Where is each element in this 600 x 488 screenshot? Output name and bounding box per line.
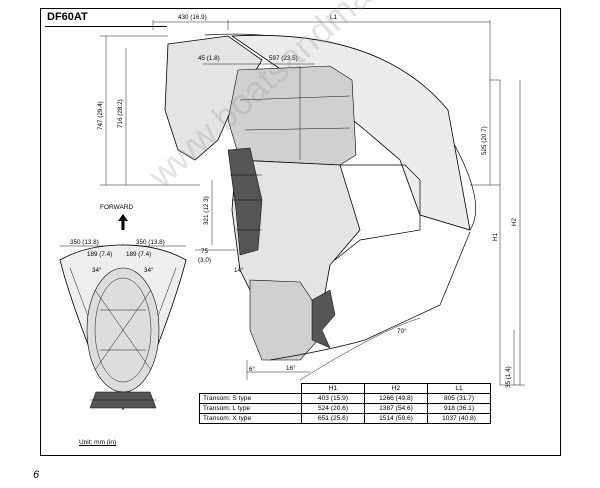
tilt-sweep-shape [230,34,471,231]
page-number: 6 [33,469,40,481]
table-cell: 918 (36.1) [427,403,491,414]
table-cell: 1266 (49.8) [364,393,428,404]
table-cell: 403 (15.9) [301,393,365,404]
gearcase [249,279,319,361]
top-view [59,244,187,411]
forward-arrow-icon [118,214,128,230]
dim-525: 525 (20.7) [481,126,488,155]
angle-34-right: 34° [144,266,154,274]
row-label: Transom: S type [199,393,302,404]
forward-label: FORWARD [100,204,134,211]
dim-716: 716 (28.2) [117,99,124,128]
angle-34-left: 34° [92,266,102,274]
model-title: DF60AT [47,11,88,23]
cowling-detail [239,66,351,160]
table-cell: 524 (20.6) [301,403,365,414]
bracket-lines [230,174,262,231]
dim-H1: H1 [492,232,499,241]
engine-body-outline [334,164,421,261]
table-cell: 805 (31.7) [427,393,491,404]
table-header-row: H1 H2 L1 [199,383,491,394]
angle-6: 6° [249,365,256,373]
clamp-bracket [227,147,263,256]
dimension-lines [100,20,525,386]
dim-321: 321 (12.3) [203,196,210,225]
dim-width-350-left: 350 (13.8) [70,239,99,246]
dim-H2: H2 [511,217,518,226]
dimension-table: H1 H2 L1 Transom: S type 403 (15.9) 1266… [199,383,491,424]
row-label: Transom: L type [199,403,302,414]
dim-747: 747 (29.4) [97,101,104,130]
table-corner [199,383,302,394]
dim-width-189-right: 189 (7.4) [126,251,151,258]
angle-16: 16° [286,364,296,372]
dim-top-430: 430 (16.9) [178,14,207,21]
dim-45: 45 (1.8) [198,55,220,62]
dim-35: 35 (1.4) [505,366,512,388]
table-cell: 1037 (40.8) [427,413,491,424]
dim-75-in: (3.0) [198,257,211,264]
table-cell: 1387 (54.6) [364,403,428,414]
dim-width-350-right: 350 (13.8) [136,239,165,246]
engine-cowling [227,65,357,166]
table-header: L1 [427,383,491,394]
dim-width-189-left: 189 (7.4) [87,251,112,258]
table-row: Transom: X type 651 (25.6) 1514 (59.6) 1… [199,413,491,424]
dim-75: 75 [201,248,209,255]
dim-597: 597 (23.5) [269,55,298,62]
table-cell: 651 (25.6) [301,413,365,424]
table-row: Transom: S type 403 (15.9) 1266 (49.8) 8… [199,393,491,404]
table-header: H1 [301,383,365,394]
tilt-lower-arc [269,231,471,361]
title-underline [45,26,167,27]
table-header: H2 [364,383,428,394]
diagram-frame: DF60AT [40,8,561,456]
table-cell: 1514 (59.6) [364,413,428,424]
propeller [311,289,336,349]
table-row: Transom: L type 524 (20.6) 1387 (54.6) 9… [199,403,491,414]
row-label: Transom: X type [199,413,302,424]
unit-label: Unit: mm (in) [79,439,117,446]
angle-14: 14° [234,266,244,274]
angle-70: 70° [397,327,407,335]
tilted-engine-silhouette [164,35,263,161]
dim-top-L1: L1 [330,14,338,21]
